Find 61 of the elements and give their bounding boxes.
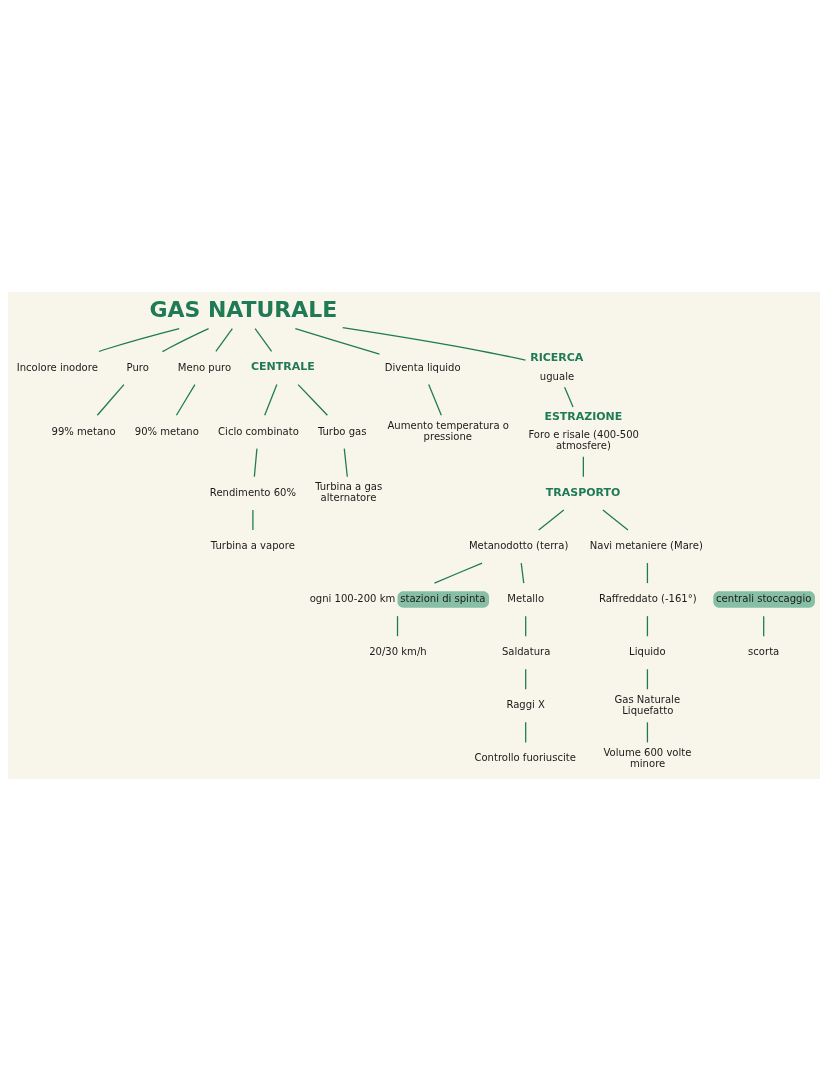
node-text: Rendimento 60% — [209, 486, 297, 498]
node-text: Diventa liquido — [384, 361, 461, 373]
node-text: Saldatura — [501, 645, 551, 657]
node-label: ogni 100-200 km — [309, 592, 396, 604]
node-text: Navi metaniere (Mare) — [589, 539, 703, 551]
connector — [297, 383, 328, 416]
node-text: Turbina a vapore — [210, 539, 295, 551]
node-text: Raggi X — [506, 698, 545, 710]
connector — [564, 386, 574, 408]
connector — [646, 561, 649, 584]
connector — [175, 383, 196, 416]
node-text: CENTRALE — [251, 359, 315, 373]
connector — [525, 615, 527, 637]
node-text: Turbina a gas alternatore — [315, 480, 383, 503]
node-text: Puro — [126, 361, 149, 373]
node-text: Metallo — [507, 592, 545, 604]
node-text: GAS NATURALE — [149, 296, 338, 322]
connector — [646, 615, 649, 637]
node-text: Ciclo combinato — [218, 425, 299, 437]
connector — [646, 668, 649, 690]
node-text: Metanodotto (terra) — [468, 539, 569, 551]
node-text: Gas Naturale Liquefatto — [614, 693, 681, 716]
node-text: Raffreddato (-161°) — [598, 592, 697, 604]
connector — [342, 326, 527, 361]
connector — [215, 327, 233, 352]
connector — [433, 561, 483, 584]
connector — [252, 508, 254, 531]
connector — [254, 327, 273, 352]
node-text: Aumento temperatura o pressione — [387, 419, 509, 442]
connector — [396, 615, 399, 637]
node-text: Meno puro — [177, 361, 232, 373]
node-text: scorta — [748, 645, 780, 657]
node-text: 99% metano — [51, 425, 116, 437]
connector — [343, 447, 348, 477]
connector — [525, 668, 527, 690]
connector — [520, 561, 525, 584]
node-text: 20/30 km/h — [369, 645, 427, 657]
connector — [264, 383, 278, 416]
node-text: RICERCA uguale — [530, 350, 584, 382]
connector — [294, 327, 381, 355]
connector — [763, 615, 765, 637]
connector — [96, 383, 125, 416]
connector — [646, 721, 649, 743]
connector — [161, 327, 210, 352]
connector — [525, 721, 527, 743]
node-text: Turbo gas — [317, 425, 367, 437]
node-text: ESTRAZIONE Foro e risale (400-500 atmosfere) — [528, 409, 639, 451]
node-text: Controllo fuoriuscite — [474, 751, 576, 763]
connector — [602, 508, 629, 531]
connector — [538, 508, 565, 531]
node-box: stazioni di spinta — [397, 590, 490, 608]
connector — [428, 383, 442, 416]
connector — [253, 447, 258, 477]
connector — [98, 327, 180, 352]
node-text: Volume 600 volte minore — [603, 746, 692, 769]
node-text: Incolore inodore — [16, 361, 98, 373]
node-text: Liquido — [629, 645, 666, 657]
node-box: centrali stoccaggio — [713, 590, 815, 608]
connector — [582, 455, 584, 477]
node-text: 90% metano — [134, 425, 199, 437]
node-text: TRASPORTO — [545, 485, 621, 499]
